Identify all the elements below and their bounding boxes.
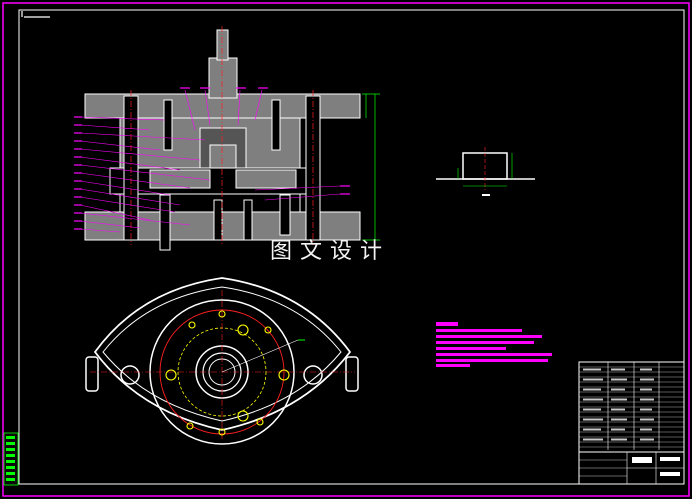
watermark-text: 图文设计 xyxy=(270,239,391,264)
assembly-section-view xyxy=(74,26,380,251)
cad-layer-toolbar-icon[interactable] xyxy=(3,432,19,486)
plan-view xyxy=(85,277,359,445)
title-block xyxy=(578,361,685,485)
part-detail-view xyxy=(436,147,535,196)
technical-notes-block xyxy=(436,322,552,367)
